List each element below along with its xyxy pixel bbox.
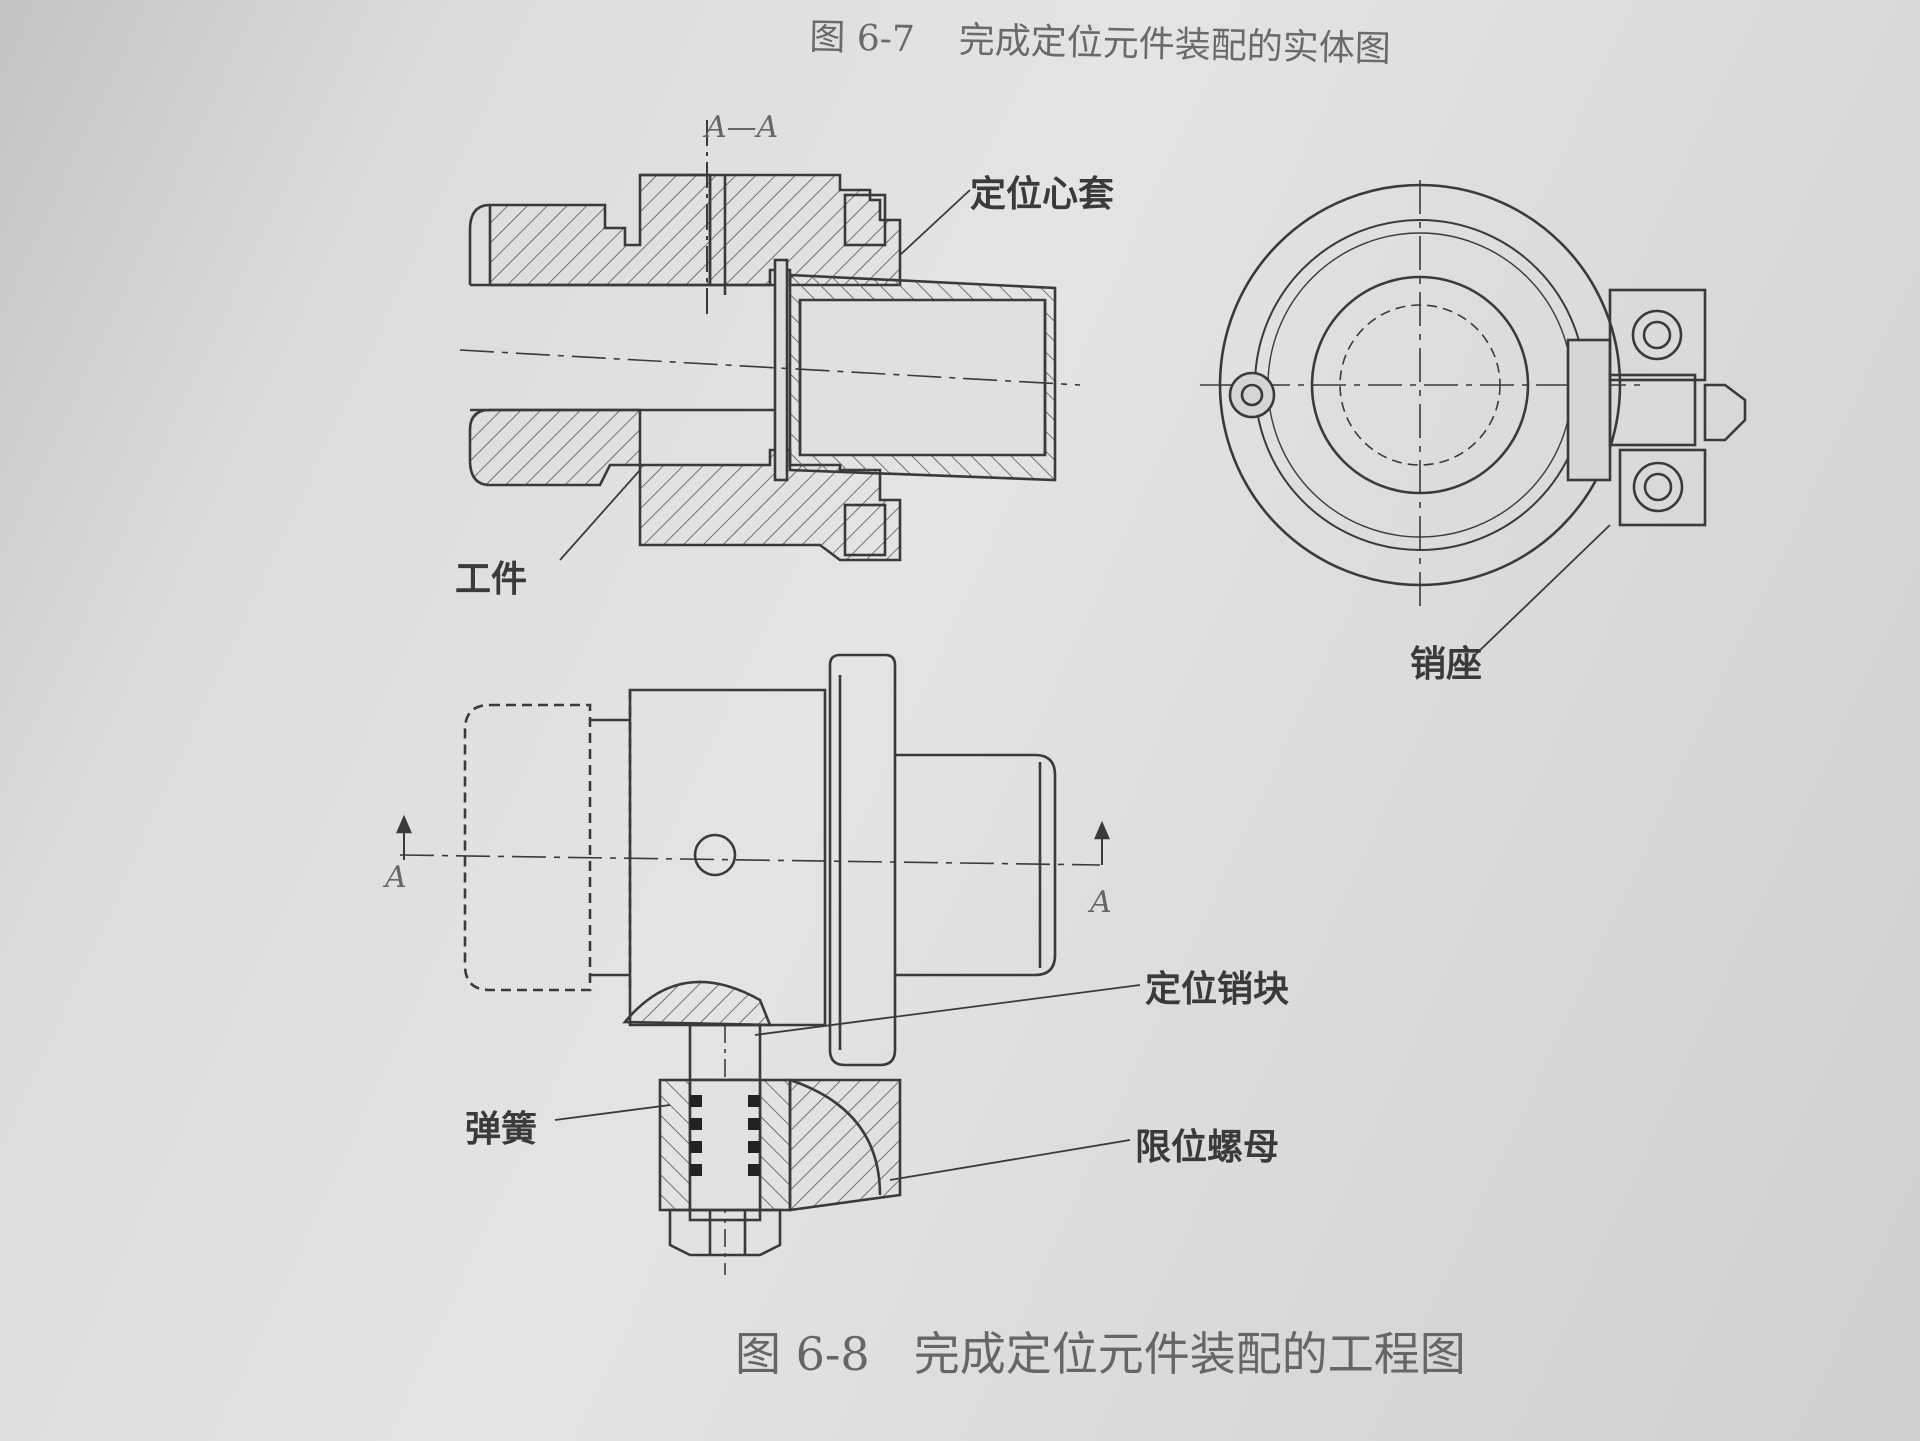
limit-nut [788,1078,902,1212]
fixture-body-upper [640,173,902,287]
label-locating-sleeve: 定位心套 [970,174,1115,215]
label-limit-nut: 限位螺母 [1135,1127,1280,1168]
end-view [1200,180,1747,656]
flange [828,653,897,1067]
section-label: A—A [705,110,779,145]
label-spring: 弹簧 [465,1109,538,1150]
figure-caption-bottom: 图 6-8 完成定位元件装配的工程图 [735,1318,1510,1384]
section-view-a-a [459,120,1081,562]
pin-seat [1566,288,1747,527]
label-workpiece: 工件 [455,559,528,600]
workpiece-outline [463,703,592,992]
locating-pin-block [622,980,772,1027]
section-marker-left: A [385,860,407,895]
label-pin-seat: 销座 [1410,644,1483,685]
workpiece-lower-section [468,408,642,487]
spring-coils [690,1095,760,1176]
section-marker-right: A [1090,885,1112,920]
figure-number: 图 6-8 [735,1327,870,1381]
front-view [396,653,1141,1275]
label-locating-pin-block: 定位销块 [1145,969,1290,1010]
hex-nut [668,1208,782,1257]
figure-title: 完成定位元件装配的工程图 [913,1327,1466,1381]
workpiece-upper-section [488,173,712,287]
